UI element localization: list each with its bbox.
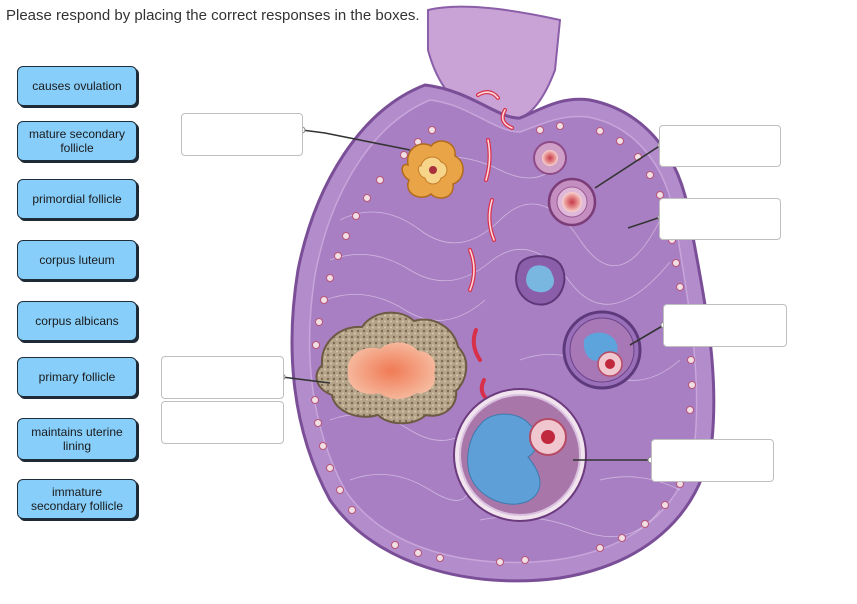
label-corpus-luteum[interactable]: corpus luteum <box>17 240 137 280</box>
label-primordial-follicle[interactable]: primordial follicle <box>17 179 137 219</box>
atretic-follicle <box>515 255 566 306</box>
leader-lines <box>281 129 665 461</box>
label-causes-ovulation[interactable]: causes ovulation <box>17 66 137 106</box>
drop-box-primordial-follicle-target[interactable] <box>659 198 781 240</box>
drop-box-function-target[interactable] <box>161 401 284 444</box>
instructions-text: Please respond by placing the correct re… <box>6 7 420 24</box>
label-immature-secondary-follicle[interactable]: immature secondary follicle <box>17 479 137 519</box>
corpus-albicans <box>315 311 468 425</box>
primary-follicle <box>547 177 597 227</box>
immature-secondary-follicle <box>562 310 642 390</box>
mature-secondary-follicle <box>453 388 587 522</box>
label-mature-secondary-follicle[interactable]: mature secondary follicle <box>17 121 137 161</box>
label-primary-follicle[interactable]: primary follicle <box>17 357 137 397</box>
ovary-cortex <box>308 99 698 564</box>
drop-box-corpus-albicans-target[interactable] <box>161 356 284 399</box>
drop-box-secondary-follicle-target[interactable] <box>663 304 787 347</box>
primary-follicle-small <box>533 141 567 175</box>
label-corpus-albicans[interactable]: corpus albicans <box>17 301 137 341</box>
corpus-luteum <box>401 140 464 199</box>
label-maintains-uterine-lining[interactable]: maintains uterine lining <box>17 418 137 460</box>
drop-box-corpus-luteum-target[interactable] <box>181 113 303 156</box>
drop-box-mature-follicle-target[interactable] <box>651 439 774 482</box>
drop-box-primary-follicle-target[interactable] <box>659 125 781 167</box>
stroma-fibers <box>324 156 681 537</box>
